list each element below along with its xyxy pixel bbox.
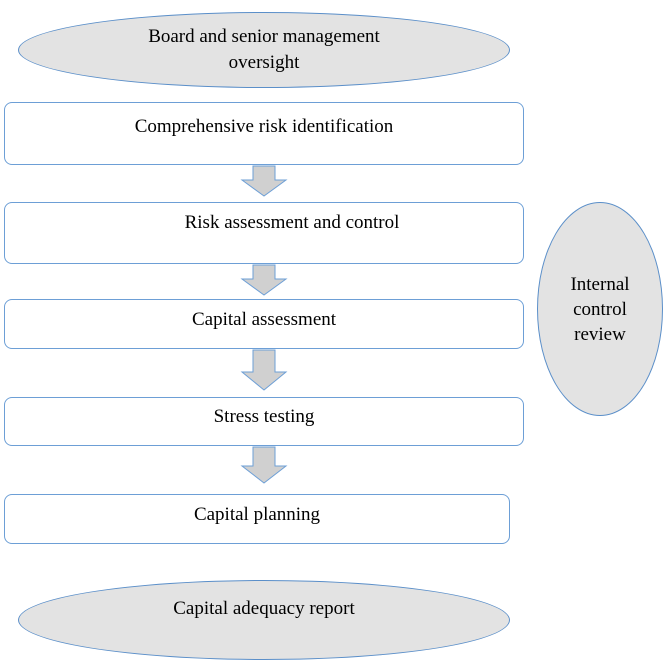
down-arrow-icon	[240, 349, 288, 391]
step-box-capital-assessment: Capital assessment	[4, 299, 524, 349]
board-oversight-ellipse: Board and senior management oversight	[18, 12, 510, 88]
step-label-risk-assessment: Risk assessment and control	[184, 212, 400, 233]
step-box-stress-testing: Stress testing	[4, 397, 524, 446]
capital-adequacy-report-label: Capital adequacy report	[173, 598, 355, 619]
internal-control-review-label: Internal control review	[570, 273, 630, 345]
down-arrow-icon	[240, 165, 288, 197]
board-oversight-label: Board and senior management oversight	[148, 26, 380, 73]
step-label-risk-identification: Comprehensive risk identification	[134, 116, 394, 137]
step-box-risk-identification: Comprehensive risk identification	[4, 102, 524, 165]
step-label-stress-testing: Stress testing	[213, 406, 315, 427]
internal-control-review-ellipse: Internal control review	[537, 202, 663, 416]
step-label-capital-planning: Capital planning	[193, 504, 321, 525]
step-box-risk-assessment: Risk assessment and control	[4, 202, 524, 264]
step-box-capital-planning: Capital planning	[4, 494, 510, 544]
step-label-capital-assessment: Capital assessment	[191, 309, 337, 330]
capital-adequacy-report-ellipse: Capital adequacy report	[18, 580, 510, 660]
down-arrow-icon	[240, 446, 288, 484]
down-arrow-icon	[240, 264, 288, 296]
